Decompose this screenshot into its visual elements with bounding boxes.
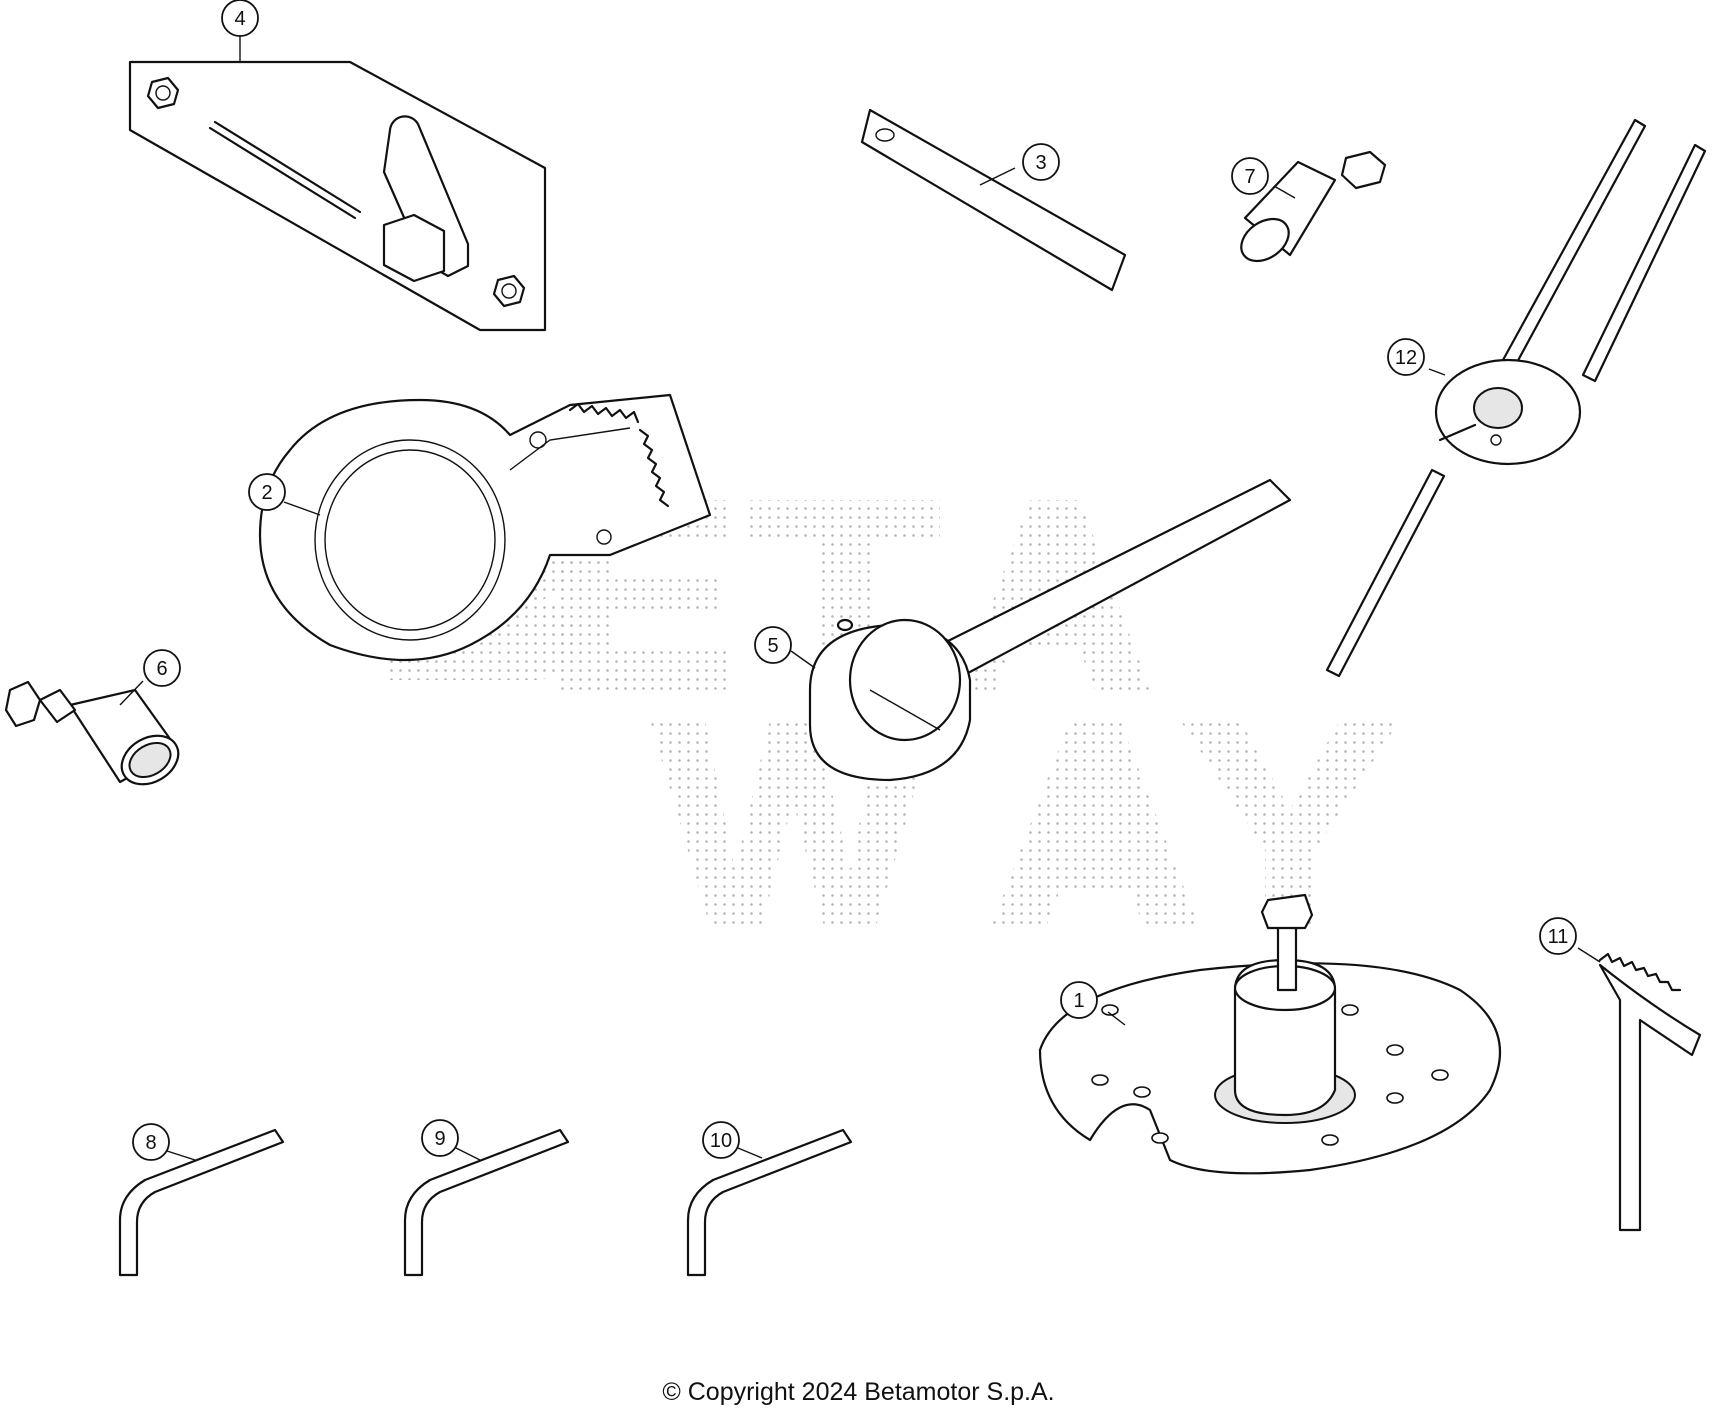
callout-label: 11 [1548, 926, 1569, 948]
callout-7: 7 [1231, 157, 1269, 195]
callout-8: 8 [132, 1123, 170, 1161]
callout-label: 2 [261, 482, 272, 504]
callout-11: 11 [1539, 917, 1577, 955]
callout-label: 12 [1395, 347, 1417, 369]
puller-tool-6 [4, 680, 180, 786]
callout-label: 1 [1073, 990, 1084, 1012]
callout-label: 7 [1244, 166, 1255, 188]
hex-key-8 [118, 1128, 285, 1277]
callout-leaders [119, 36, 1601, 1161]
callout-label: 5 [767, 635, 778, 657]
hex-key-10 [686, 1128, 853, 1277]
callout-1: 1 [1060, 981, 1098, 1019]
ring-wrench-2 [258, 393, 712, 662]
flywheel-puller-plate-1 [1038, 893, 1502, 1175]
callout-10: 10 [702, 1121, 740, 1159]
cup-wrench-5 [808, 478, 1292, 782]
callout-3: 3 [1022, 143, 1060, 181]
socket-tool-7 [1240, 150, 1387, 263]
callout-label: 8 [145, 1132, 156, 1154]
callout-2: 2 [248, 473, 286, 511]
callout-label: 3 [1035, 152, 1046, 174]
callout-12: 12 [1387, 338, 1425, 376]
callout-9: 9 [421, 1119, 459, 1157]
tool-kit-4 [128, 60, 547, 332]
callout-4: 4 [221, 0, 259, 37]
callout-6: 6 [143, 649, 181, 687]
callout-label: 10 [710, 1130, 732, 1152]
copyright-notice: © Copyright 2024 Betamotor S.p.A. [662, 1378, 1055, 1406]
callout-label: 6 [156, 658, 167, 680]
hex-key-9 [403, 1128, 570, 1277]
die-holder-tool-12 [1325, 118, 1707, 678]
callout-label: 4 [234, 8, 245, 30]
hook-wrench-11 [1598, 952, 1702, 1232]
callout-5: 5 [754, 626, 792, 664]
strap-tool-3 [860, 108, 1127, 292]
callout-label: 9 [434, 1128, 445, 1150]
